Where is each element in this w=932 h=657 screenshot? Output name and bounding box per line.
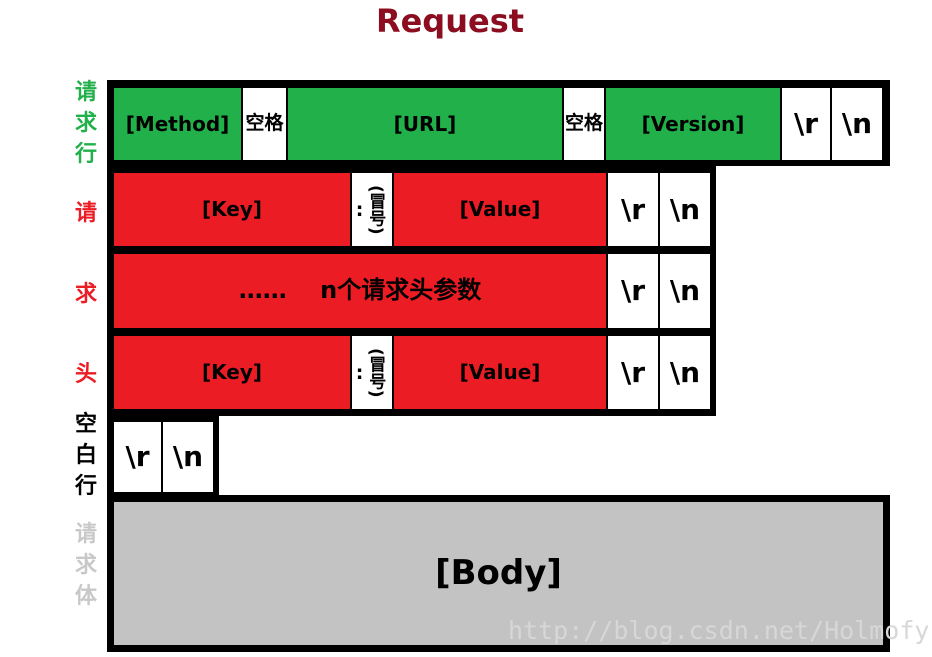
side-char: 体 xyxy=(74,583,97,609)
side-char: 求 xyxy=(74,552,97,578)
lf-cell: \n xyxy=(660,336,710,409)
colon-note: (冒号) xyxy=(365,347,386,398)
diagram-title: Request xyxy=(375,2,525,40)
side-char: 空 xyxy=(74,412,97,437)
body-cell: [Body] xyxy=(114,502,883,645)
side-char: 请 xyxy=(74,80,97,105)
colon-char: : xyxy=(355,361,364,384)
space-cell-2: 空格 xyxy=(564,88,604,160)
side-char: 行 xyxy=(74,473,97,499)
lf-cell: \n xyxy=(660,254,710,328)
watermark-url: http://blog.csdn.net/Holmofy xyxy=(508,616,930,645)
header-value-cell: [Value] xyxy=(394,336,606,409)
colon-cell: : (冒号) xyxy=(352,336,392,409)
side-char: 行 xyxy=(74,141,97,167)
method-cell: [Method] xyxy=(114,88,241,160)
space-cell-1: 空格 xyxy=(243,88,286,160)
side-label-headers-3: 头 xyxy=(74,362,97,387)
url-cell: [URL] xyxy=(288,88,562,160)
side-label-request-line: 请 求 行 xyxy=(68,78,104,170)
lf-cell: \n xyxy=(660,173,710,246)
lf-cell: \n xyxy=(832,88,882,160)
lf-cell: \n xyxy=(163,422,213,492)
side-char: 请 xyxy=(74,522,97,547)
colon-note: (冒号) xyxy=(365,184,386,235)
version-cell: [Version] xyxy=(606,88,780,160)
cr-cell: \r xyxy=(608,254,658,328)
header-key-cell: [Key] xyxy=(114,173,350,246)
side-label-headers-1: 请 xyxy=(74,201,97,226)
header-key-cell: [Key] xyxy=(114,336,350,409)
header-more-cell: …… n个请求头参数 xyxy=(114,254,606,328)
side-char: 白 xyxy=(74,442,97,468)
side-label-blank-line: 空 白 行 xyxy=(68,410,104,502)
side-char: 求 xyxy=(74,110,97,136)
header-value-cell: [Value] xyxy=(394,173,606,246)
side-label-headers-2: 求 xyxy=(74,282,97,307)
cr-cell: \r xyxy=(782,88,830,160)
side-label-body: 请 求 体 xyxy=(68,520,104,612)
colon-char: : xyxy=(355,198,364,221)
cr-cell: \r xyxy=(608,173,658,246)
cr-cell: \r xyxy=(114,422,161,492)
colon-cell: : (冒号) xyxy=(352,173,392,246)
cr-cell: \r xyxy=(608,336,658,409)
